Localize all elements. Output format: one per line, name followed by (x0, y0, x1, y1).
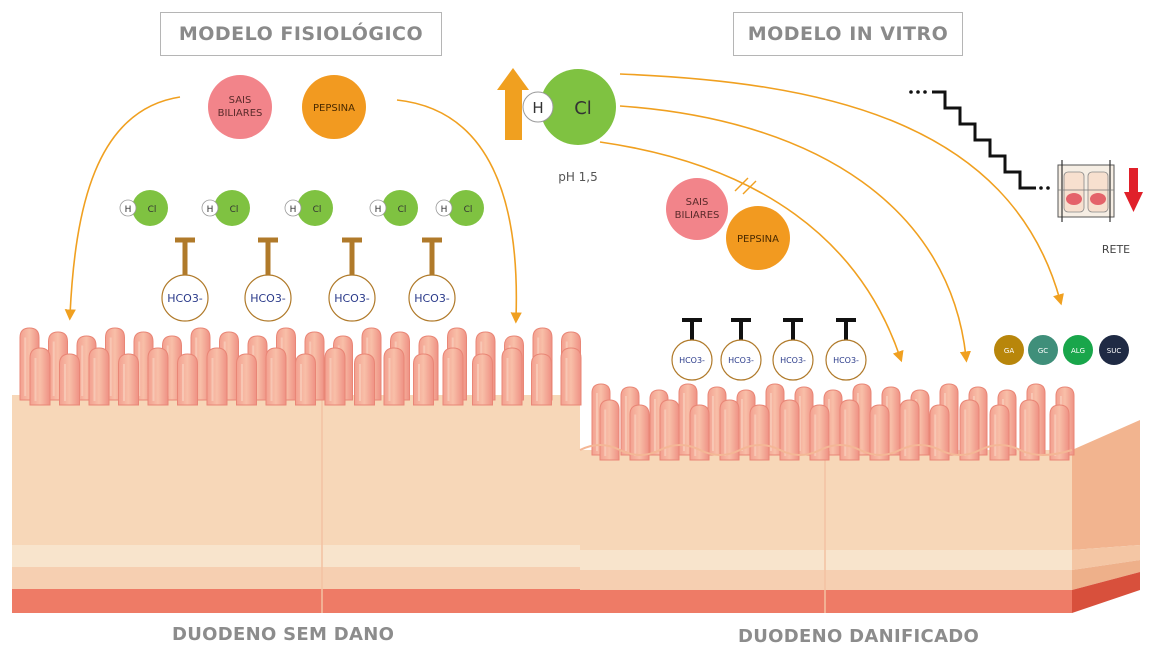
hcl-big: H Cl (523, 69, 616, 145)
bicarbonate-inhibitor: HCO3- (773, 320, 813, 380)
cell-monolayer-icon (1058, 160, 1114, 222)
hydrogen-label: H (125, 205, 132, 215)
hydrogen-label: H (290, 205, 297, 215)
ph-label: pH 1,5 (558, 170, 598, 184)
villus (89, 348, 109, 405)
hcl-molecule: H Cl (370, 190, 418, 226)
villus (207, 348, 227, 405)
villus (30, 348, 50, 405)
chloride-label: Cl (464, 205, 473, 215)
hydrogen-label: H (375, 205, 382, 215)
villus (810, 405, 829, 460)
physiological-model-title: MODELO FISIOLÓGICO (160, 12, 442, 56)
bicarbonate-inhibitor: HCO3- (826, 320, 866, 380)
hcl-molecule: H Cl (436, 190, 484, 226)
svg-text:PEPSINA: PEPSINA (737, 234, 779, 245)
villus (443, 348, 463, 405)
damaged-duodenum-tissue (580, 384, 1140, 613)
healthy-duodenum-tissue (12, 328, 581, 613)
healthy-duodenum-label: DUODENO SEM DANO (172, 624, 394, 645)
compound-suc: SUC (1099, 335, 1129, 365)
in-vitro-model-title: MODELO IN VITRO (733, 12, 963, 56)
villus (237, 354, 257, 405)
bicarbonate-label: HCO3- (250, 292, 286, 305)
damaged-villi (580, 384, 1074, 460)
svg-text:BILIARES: BILIARES (675, 210, 720, 221)
villus (384, 348, 404, 405)
villus (355, 354, 375, 405)
hydrogen-label: H (441, 205, 448, 215)
bicarbonate-label: HCO3- (167, 292, 203, 305)
villus (840, 400, 859, 460)
villus (178, 354, 198, 405)
villus (990, 405, 1009, 460)
compound-gc: GC (1028, 335, 1058, 365)
villus (630, 405, 649, 460)
bicarbonate-inhibitors-right: HCO3- HCO3- HCO3- HCO3- (672, 320, 866, 380)
villus (561, 348, 581, 405)
svg-text:Cl: Cl (574, 98, 592, 119)
svg-text:H: H (532, 99, 543, 117)
healthy-villi (20, 328, 581, 405)
hydrogen-label: H (207, 205, 214, 215)
hcl-molecule: H Cl (285, 190, 333, 226)
chloride-label: Cl (148, 205, 157, 215)
villus (660, 400, 679, 460)
bicarbonate-inhibitor: HCO3- (721, 320, 761, 380)
villus (900, 400, 919, 460)
chloride-label: Cl (313, 205, 322, 215)
rete-label: RETE (1102, 243, 1130, 256)
villus (414, 354, 434, 405)
bicarbonate-inhibitor: HCO3- (409, 240, 455, 321)
compound-label: ALG (1071, 347, 1085, 355)
pepsin-circle: PEPSINA (302, 75, 366, 139)
villus (266, 348, 286, 405)
bicarbonate-label: HCO3- (780, 356, 806, 365)
bicarbonate-label: HCO3- (728, 356, 754, 365)
compound-label: SUC (1107, 347, 1122, 355)
bile-salts-circle: SAIS BILIARES (208, 75, 272, 139)
villus (532, 354, 552, 405)
villus (473, 354, 493, 405)
bicarbonate-label: HCO3- (833, 356, 859, 365)
staircase-icon (909, 90, 1050, 190)
compound-ga: GA (994, 335, 1024, 365)
svg-text:SAIS: SAIS (229, 95, 252, 106)
villus (325, 348, 345, 405)
bicarbonate-label: HCO3- (334, 292, 370, 305)
villus (60, 354, 80, 405)
villus (296, 354, 316, 405)
bicarbonate-label: HCO3- (679, 356, 705, 365)
villus (600, 400, 619, 460)
compound-circles: GA GC ALG SUC (994, 335, 1129, 365)
villus (119, 354, 139, 405)
hcl-molecule: H Cl (202, 190, 250, 226)
chloride-label: Cl (230, 205, 239, 215)
compound-alg: ALG (1063, 335, 1093, 365)
compound-label: GC (1038, 347, 1048, 355)
bicarbonate-inhibitor: HCO3- (245, 240, 291, 321)
villus (502, 348, 522, 405)
bicarbonate-inhibitors-left: HCO3- HCO3- HCO3- HCO3- (162, 240, 455, 321)
svg-text:PEPSINA: PEPSINA (313, 103, 355, 114)
bile-salts-circle-right: SAIS BILIARES (666, 178, 728, 240)
damaged-duodenum-label: DUODENO DANIFICADO (738, 626, 979, 647)
down-arrow-icon (1124, 168, 1143, 212)
compound-label: GA (1004, 347, 1014, 355)
svg-text:BILIARES: BILIARES (218, 108, 263, 119)
pepsin-circle-right: PEPSINA (726, 206, 790, 270)
svg-text:SAIS: SAIS (686, 197, 709, 208)
villus (750, 405, 769, 460)
chloride-label: Cl (398, 205, 407, 215)
villus (148, 348, 168, 405)
bicarbonate-inhibitor: HCO3- (329, 240, 375, 321)
bicarbonate-inhibitor: HCO3- (672, 320, 712, 380)
bicarbonate-label: HCO3- (414, 292, 450, 305)
bicarbonate-inhibitor: HCO3- (162, 240, 208, 321)
villus (870, 405, 889, 460)
hcl-molecule: H Cl (120, 190, 168, 226)
hcl-molecules-left: H Cl H Cl H Cl H Cl H Cl (120, 190, 484, 226)
